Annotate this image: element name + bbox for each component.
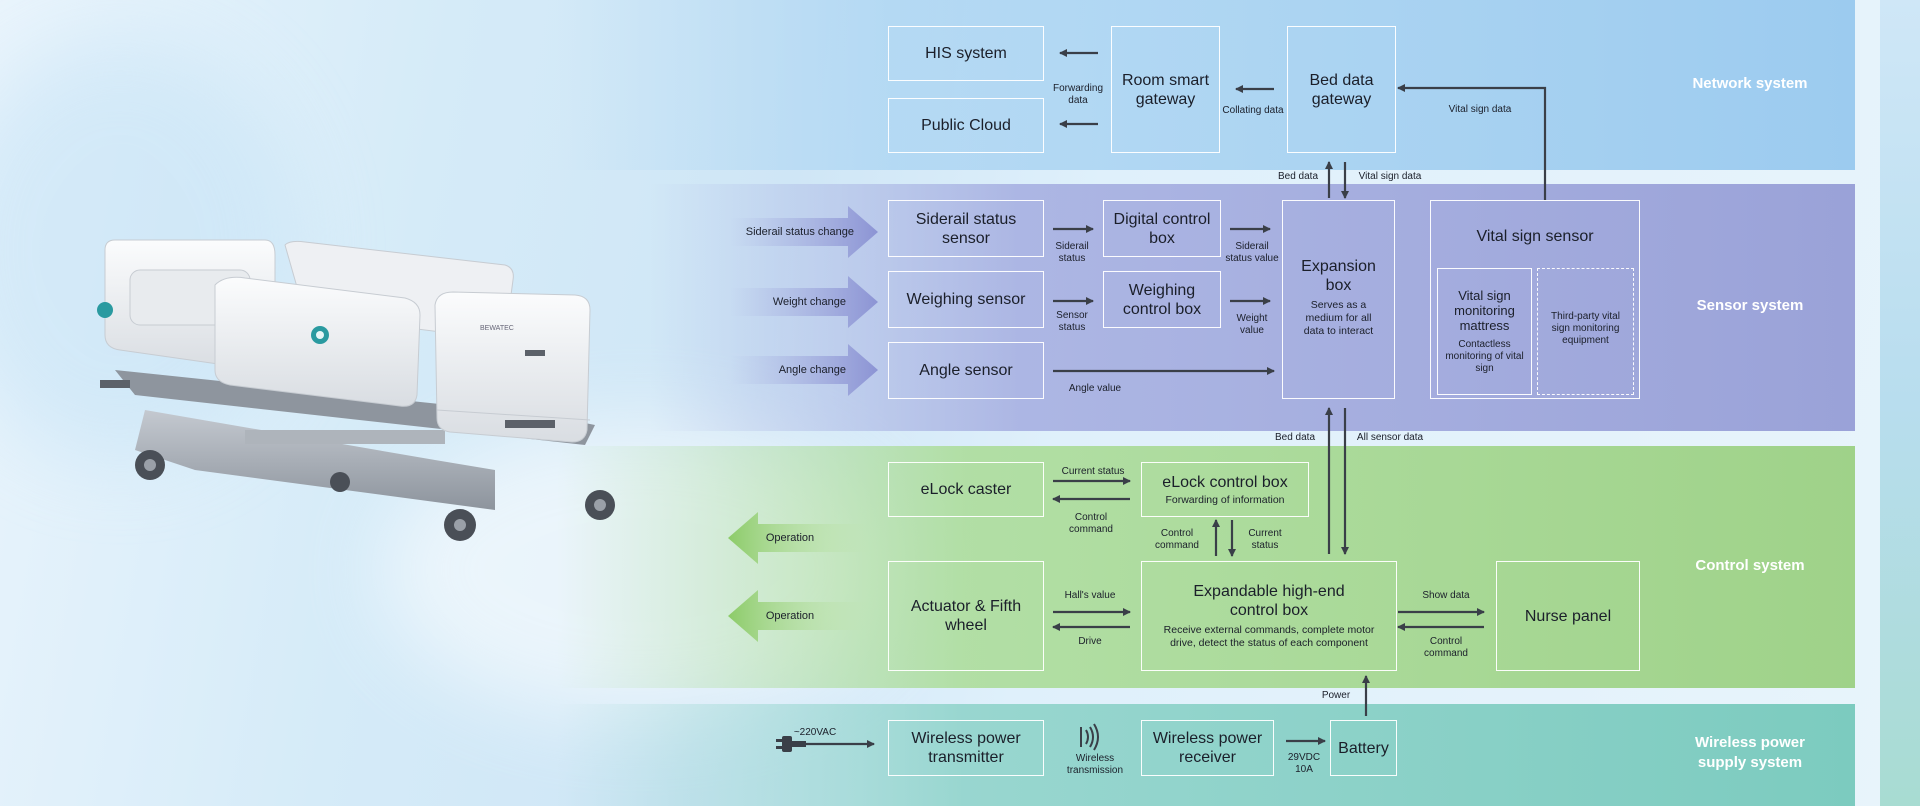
collating-data-label: Collating data — [1222, 105, 1284, 116]
halls-value-label: Hall's value — [1064, 590, 1116, 601]
power-label: Power — [1321, 690, 1351, 701]
bed-data-label-mid: Bed data — [1274, 432, 1316, 443]
control-command-label-2: Control command — [1155, 528, 1199, 551]
his-system-text: HIS system — [925, 45, 1007, 62]
weight-change-label: Weight change — [772, 296, 846, 308]
third-party-box: Third-party vital sign monitoring equipm… — [1537, 268, 1634, 395]
digital-control-box-text: Digital control box — [1113, 210, 1211, 247]
battery-text: Battery — [1338, 739, 1389, 757]
network-system-label: Network system — [1692, 75, 1808, 92]
weighing-sensor-text: Weighing sensor — [906, 291, 1026, 308]
vital-mattress-title: Vital sign monitoring mattress — [1454, 288, 1515, 333]
hospital-bed-image: BEWATEC — [97, 239, 615, 541]
current-status-label: Current status — [1061, 466, 1125, 477]
his-system-box: HIS system — [888, 26, 1044, 81]
siderail-status-value-label: Siderail status value — [1225, 241, 1279, 264]
expandable-control-box-title: Expandable high-end control box — [1193, 583, 1345, 619]
elock-caster-text: eLock caster — [920, 481, 1012, 498]
control-command-label: Control command — [1069, 512, 1113, 535]
operation-label-1: Operation — [765, 532, 815, 544]
expansion-box: Expansion box Serves as a medium for all… — [1282, 200, 1395, 399]
wireless-receiver-text: Wireless power receiver — [1152, 730, 1263, 766]
nurse-panel-box: Nurse panel — [1496, 561, 1640, 671]
wireless-receiver-box: Wireless power receiver — [1141, 720, 1274, 776]
sensor-status-label: Sensor status — [1056, 310, 1088, 333]
vital-sign-data-label-top: Vital sign data — [1358, 171, 1422, 182]
digital-control-box: Digital control box — [1103, 200, 1221, 257]
right-edge-strip — [1880, 0, 1920, 806]
current-status-label-2: Current status — [1248, 528, 1282, 551]
control-band — [0, 446, 1855, 688]
vital-mattress-subtitle: Contactless monitoring of vital sign — [1445, 339, 1524, 374]
angle-sensor-box: Angle sensor — [888, 342, 1044, 399]
drive-label: Drive — [1078, 636, 1102, 647]
bed-data-label-top: Bed data — [1277, 171, 1319, 182]
control-command-label-3: Control command — [1424, 636, 1468, 659]
vital-sign-data-label: Vital sign data — [1448, 104, 1512, 115]
vdc-label: 29VDC 10A — [1287, 752, 1321, 775]
elock-caster-box: eLock caster — [888, 462, 1044, 517]
power-system-label-line1: Wireless power — [1695, 734, 1805, 751]
actuator-text: Actuator & Fifth wheel — [910, 598, 1022, 634]
elock-control-box-title: eLock control box — [1162, 473, 1288, 491]
expansion-box-title: Expansion box — [1301, 258, 1376, 294]
siderail-sensor-box: Siderail status sensor — [888, 200, 1044, 257]
wireless-transmitter-box: Wireless power transmitter — [888, 720, 1044, 776]
all-sensor-data-label: All sensor data — [1356, 432, 1424, 443]
expandable-control-box: Expandable high-end control box Receive … — [1141, 561, 1397, 671]
sensor-system-label: Sensor system — [1696, 297, 1804, 314]
vac-label: ~220VAC — [793, 727, 837, 738]
siderail-status-label: Siderail status — [1055, 241, 1089, 264]
bed-brand-text: BEWATEC — [480, 325, 514, 332]
vital-sign-sensor-title: Vital sign sensor — [1476, 228, 1594, 245]
battery-box: Battery — [1330, 720, 1397, 776]
plug-icon — [776, 736, 806, 752]
wireless-icon — [1080, 723, 1099, 751]
power-system-label-line2: supply system — [1697, 754, 1803, 771]
wireless-transmission-label: Wireless transmission — [1066, 753, 1124, 776]
nurse-panel-text: Nurse panel — [1524, 607, 1612, 625]
weighing-control-box-text: Weighing control box — [1122, 281, 1202, 318]
public-cloud-text: Public Cloud — [921, 117, 1011, 134]
elock-control-box-subtitle: Forwarding of information — [1165, 493, 1285, 506]
angle-sensor-text: Angle sensor — [919, 362, 1013, 379]
power-system-label: Wireless power supply system — [1670, 733, 1830, 773]
room-gateway-box: Room smart gateway — [1111, 26, 1220, 153]
vital-sign-sensor-box: Vital sign sensor — [1430, 200, 1640, 399]
expandable-control-box-subtitle: Receive external commands, complete moto… — [1163, 624, 1375, 649]
siderail-change-label: Siderail status change — [745, 226, 854, 238]
show-data-label: Show data — [1422, 590, 1470, 601]
angle-change-label: Angle change — [778, 364, 846, 376]
actuator-box: Actuator & Fifth wheel — [888, 561, 1044, 671]
siderail-sensor-text: Siderail status sensor — [915, 210, 1017, 247]
public-cloud-box: Public Cloud — [888, 98, 1044, 153]
elock-control-box: eLock control box Forwarding of informat… — [1141, 462, 1309, 517]
third-party-text: Third-party vital sign monitoring equipm… — [1551, 311, 1620, 346]
wireless-transmitter-text: Wireless power transmitter — [911, 730, 1021, 766]
expansion-box-subtitle: Serves as a medium for all data to inter… — [1303, 299, 1374, 337]
vital-mattress-box: Vital sign monitoring mattress Contactle… — [1437, 268, 1532, 395]
angle-value-label: Angle value — [1068, 383, 1122, 394]
control-system-label: Control system — [1695, 557, 1805, 574]
weighing-sensor-box: Weighing sensor — [888, 271, 1044, 328]
bed-gateway-text: Bed data gateway — [1309, 71, 1374, 108]
operation-label-2: Operation — [765, 610, 815, 622]
weighing-control-box: Weighing control box — [1103, 271, 1221, 328]
bed-gateway-box: Bed data gateway — [1287, 26, 1396, 153]
forwarding-data-label: Forwarding data — [1052, 83, 1104, 106]
power-band — [0, 704, 1855, 806]
room-gateway-text: Room smart gateway — [1121, 71, 1210, 108]
weight-value-label: Weight value — [1236, 313, 1268, 336]
